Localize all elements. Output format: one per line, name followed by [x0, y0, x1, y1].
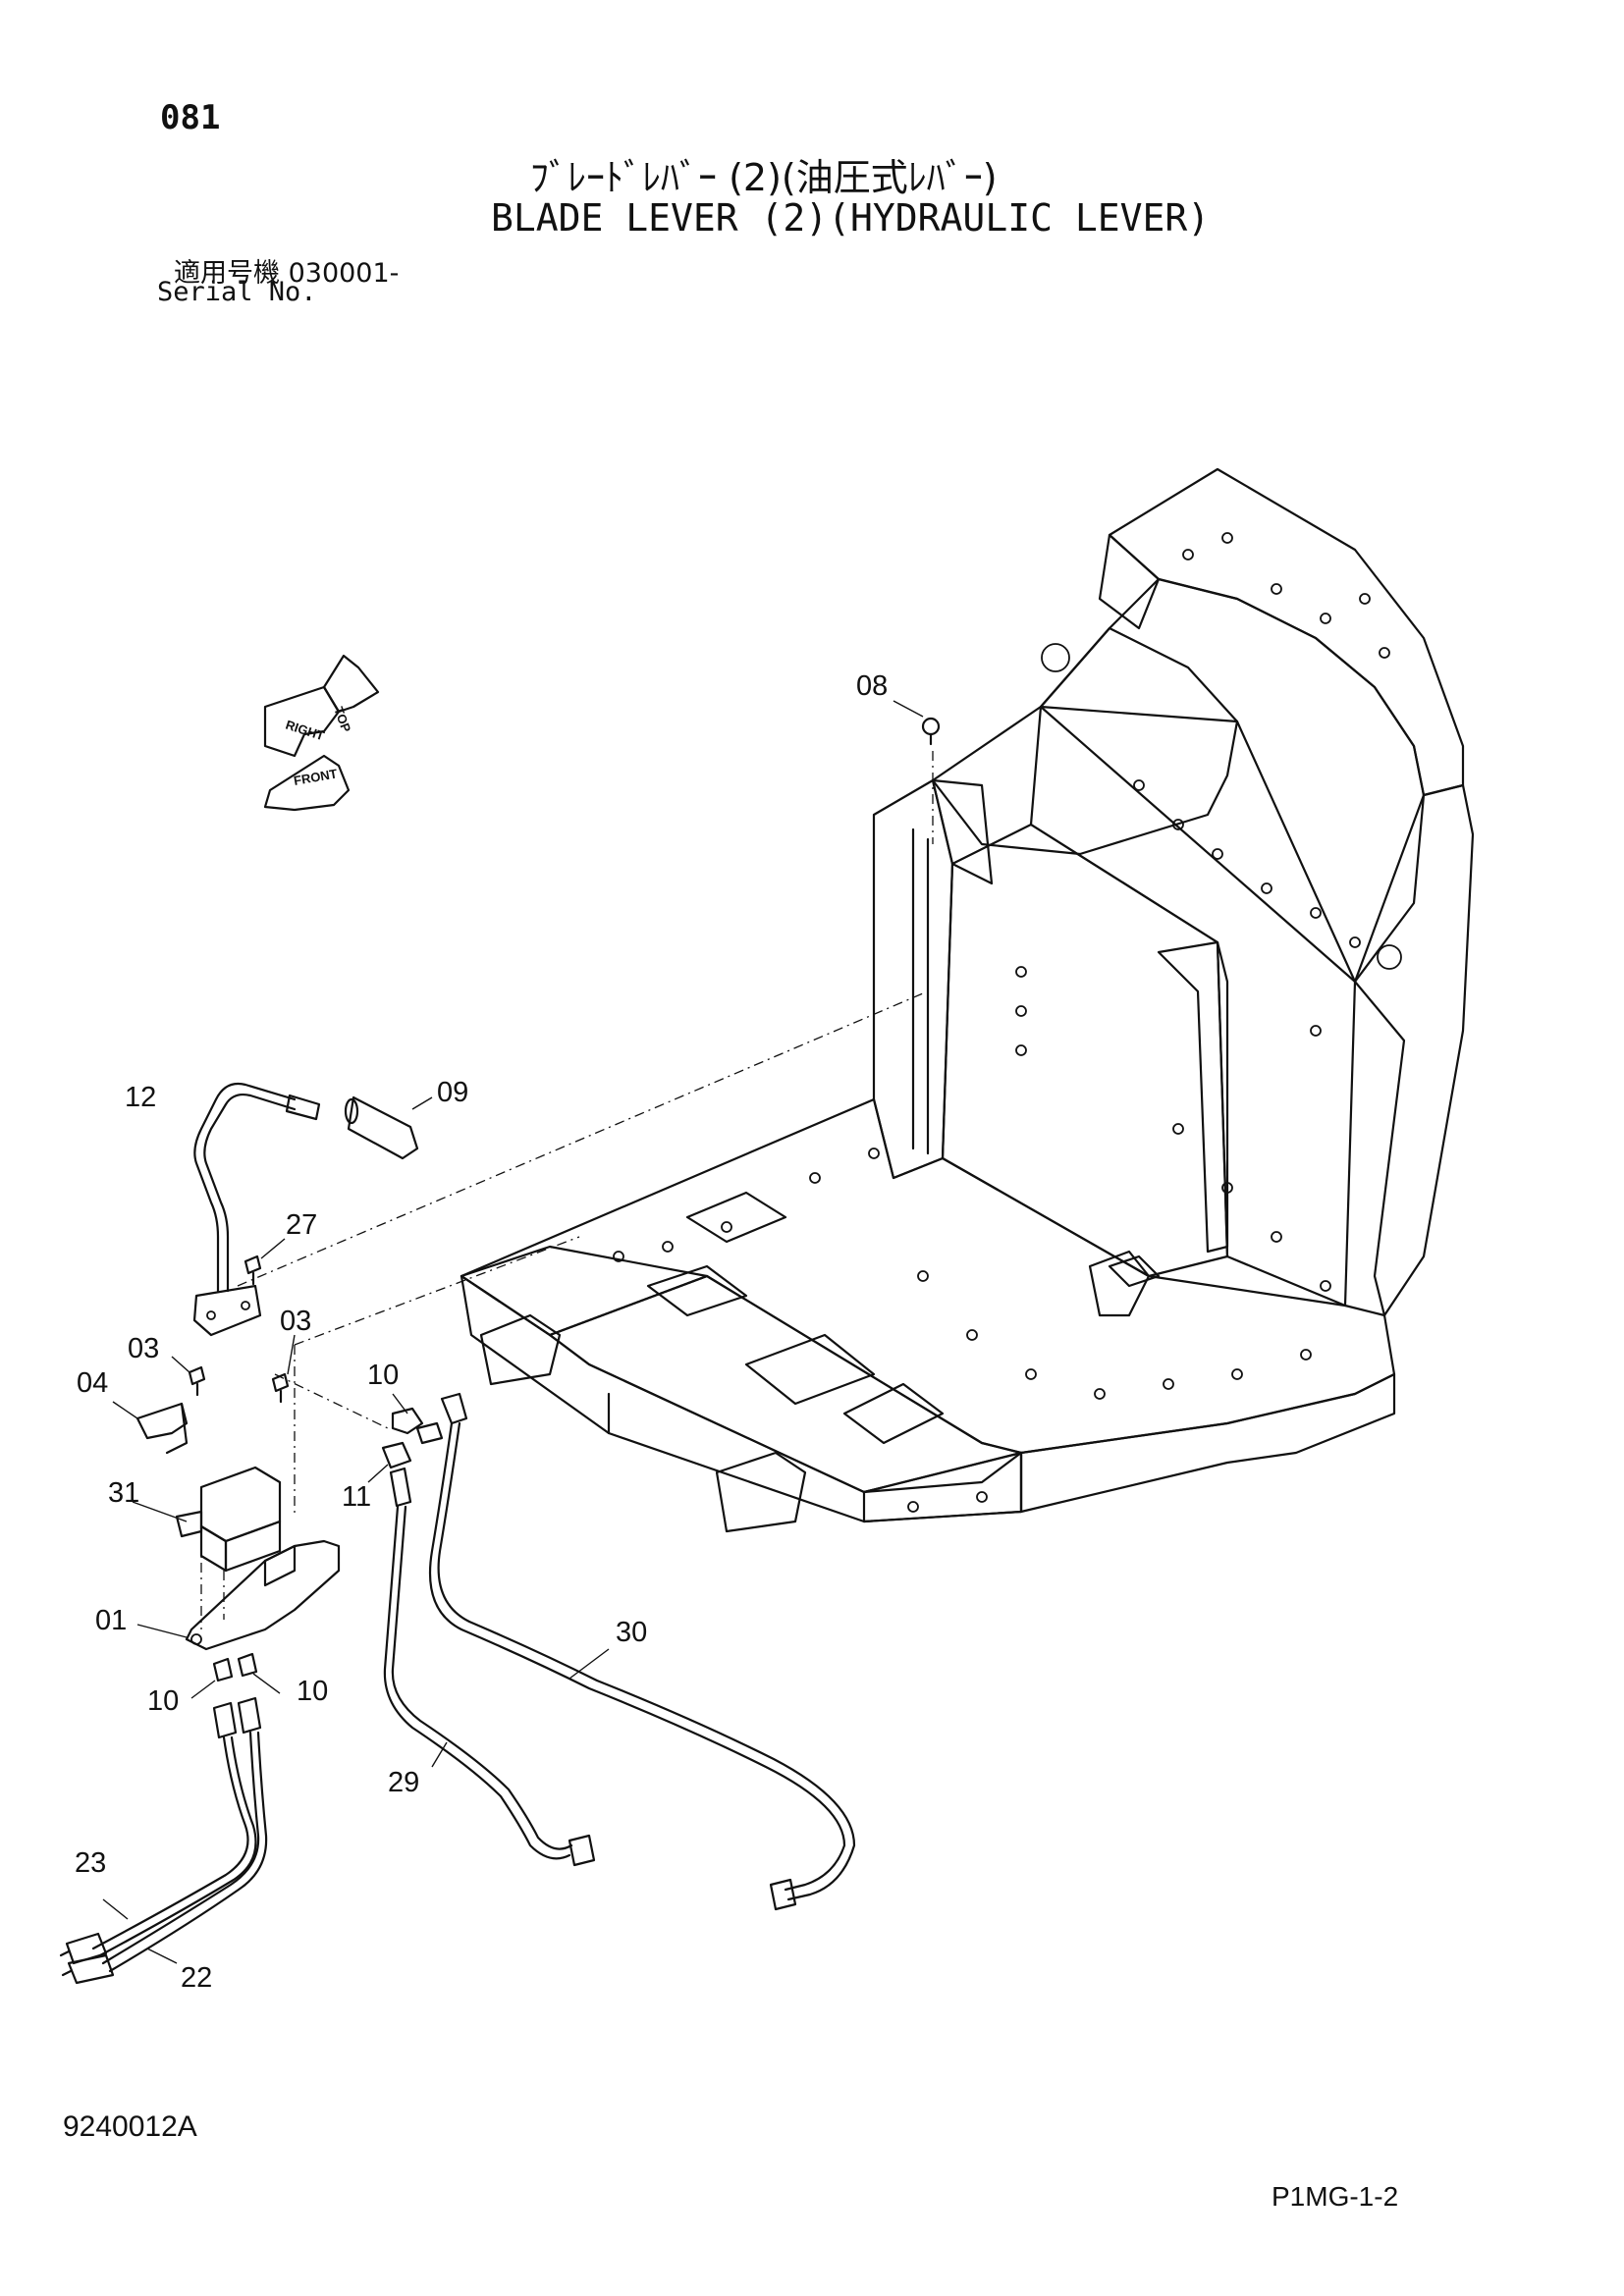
page-number: 081 — [160, 98, 221, 137]
part-label-10-upper: 10 — [367, 1360, 399, 1391]
bolt-27 — [244, 1238, 286, 1286]
bolt-08 — [893, 700, 941, 844]
part-label-31: 31 — [108, 1477, 139, 1509]
bracket-04 — [112, 1401, 189, 1455]
page-title-japanese: ﾌﾞﾚｰﾄﾞﾚﾊﾞｰ (2)(油圧式ﾚﾊﾞｰ) — [530, 156, 998, 199]
part-label-04: 04 — [77, 1367, 108, 1399]
page-title-english: BLADE LEVER (2)(HYDRAULIC LEVER) — [491, 196, 1211, 240]
part-label-11: 11 — [342, 1481, 371, 1513]
hoses-22-23 — [59, 1696, 268, 1985]
orientation-arrows-icon: RIGHT TOP FRONT — [263, 654, 380, 812]
cab-floor-frame — [460, 467, 1475, 1533]
part-label-03-left: 03 — [128, 1333, 159, 1364]
orientation-label-top: TOP — [331, 705, 353, 734]
serial-label-japanese: 適用号機 030001- — [174, 258, 400, 289]
fittings-10-lower — [190, 1652, 281, 1699]
lever-12 — [192, 1082, 321, 1337]
part-label-29: 29 — [388, 1767, 419, 1798]
hose-29 — [383, 1467, 596, 1867]
bolt-03-left — [171, 1356, 206, 1397]
part-label-27: 27 — [286, 1209, 317, 1241]
part-label-10-right: 10 — [297, 1676, 328, 1707]
fitting-11 — [367, 1441, 412, 1483]
hose-30 — [428, 1392, 856, 1911]
part-label-08: 08 — [856, 670, 888, 702]
bolt-03-right — [271, 1334, 296, 1404]
grip-09 — [344, 1095, 433, 1160]
part-label-30: 30 — [616, 1617, 647, 1648]
page-code: P1MG-1-2 — [1272, 2181, 1399, 2212]
part-label-22: 22 — [181, 1962, 212, 1994]
document-code: 9240012A — [63, 2110, 197, 2143]
pilot-valve-31 — [132, 1466, 282, 1573]
part-label-23: 23 — [75, 1847, 106, 1879]
part-label-01: 01 — [95, 1605, 127, 1636]
part-label-09: 09 — [437, 1077, 468, 1108]
serial-label-english: Serial No. — [157, 277, 317, 307]
part-label-12: 12 — [125, 1082, 156, 1113]
part-label-03-right: 03 — [280, 1306, 311, 1337]
orientation-label-right: RIGHT — [284, 718, 326, 744]
orientation-label-front: FRONT — [293, 766, 339, 788]
bracket-01 — [136, 1539, 341, 1651]
part-label-10-left: 10 — [147, 1685, 179, 1717]
fitting-10-upper — [391, 1393, 444, 1445]
